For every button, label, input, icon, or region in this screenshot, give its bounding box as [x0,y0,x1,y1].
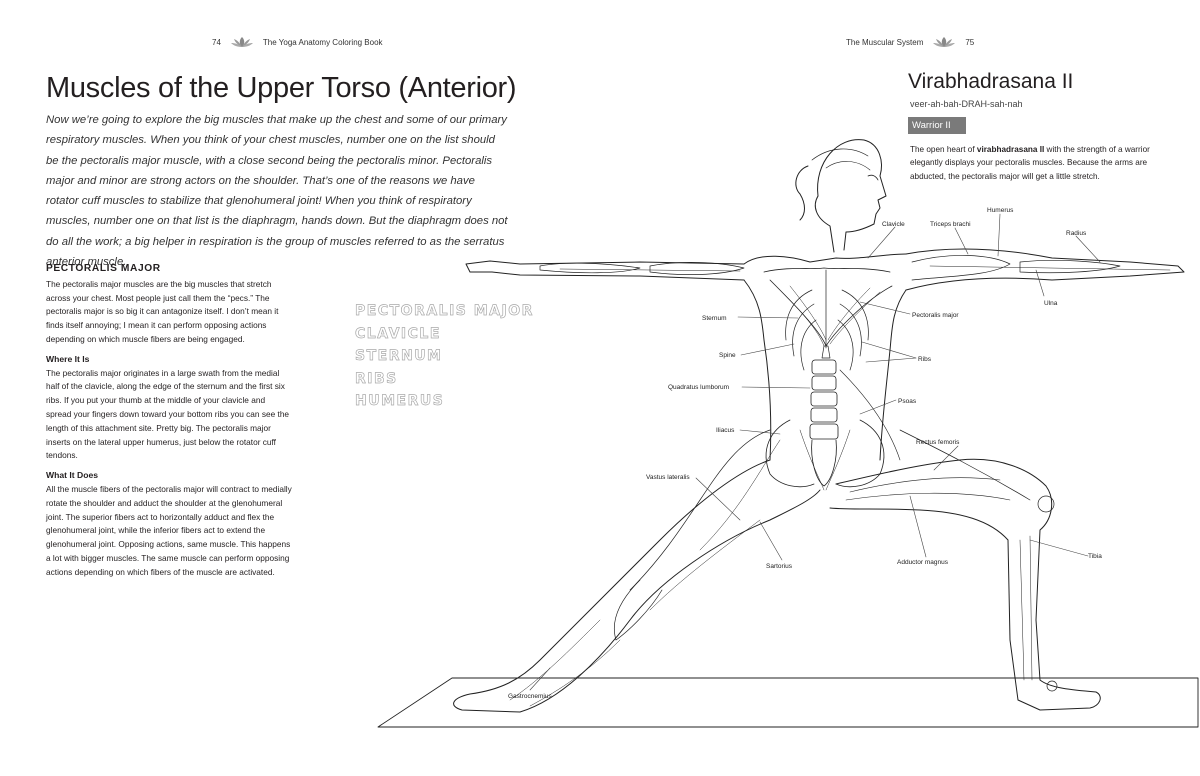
section-heading: PECTORALIS MAJOR [46,263,161,274]
leader-lines [529,213,1101,691]
right-leg-drawing [829,429,1101,711]
pose-description: The open heart of virabhadrasana II with… [910,143,1160,183]
label-clavicle: Clavicle [882,221,905,228]
left-page-number: 74 [212,37,221,47]
page-title: Muscles of the Upper Torso (Anterior) [46,72,517,104]
label-rectus-femoris: Rectus femoris [916,439,960,446]
left-arm-drawing [465,260,745,281]
what-body: All the muscle fibers of the pectoralis … [46,483,292,577]
coloring-label: STERNUM [355,348,443,365]
label-quadratus: Quadratus lumborum [668,384,729,391]
label-sartorius: Sartorius [766,563,793,570]
label-spine: Spine [719,352,736,359]
right-running-head: The Muscular System 75 [846,36,974,48]
left-leg-drawing [453,429,821,713]
coloring-label: HUMERUS [355,393,445,410]
ribcage-drawing [785,269,869,371]
pose-desc-after: with the strength of a warrior elegantly… [910,145,1150,181]
coloring-label: RIBS [355,370,398,387]
intro-paragraph: Now we’re going to explore the big muscl… [46,114,508,269]
label-humerus: Humerus [987,207,1014,214]
lotus-icon [933,37,956,47]
pelvis-drawing [765,369,901,491]
section-body: The pectoralis major muscles are the big… [46,278,279,344]
head-drawing [795,139,887,253]
lotus-icon [230,37,253,47]
label-psoas: Psoas [898,398,917,405]
label-ulna: Ulna [1044,300,1058,307]
label-iliacus: Iliacus [716,427,735,434]
right-page-number: 75 [965,37,975,47]
label-ribs: Ribs [918,356,932,363]
pose-desc-before: The open heart of [910,145,977,154]
label-triceps: Triceps brachi [930,221,971,228]
pose-pronunciation: veer-ah-bah-DRAH-sah-nah [910,99,1023,109]
yoga-mat [377,677,1199,728]
torso-drawing [743,253,907,461]
label-tibia: Tibia [1088,553,1102,560]
what-heading: What It Does [46,470,99,481]
right-section-title: The Muscular System [846,37,924,47]
pose-title: Virabhadrasana II [908,70,1074,93]
label-adductor-magnus: Adductor magnus [897,559,949,566]
coloring-label: CLAVICLE [355,325,441,342]
left-running-head: 74 The Yoga Anatomy Coloring Book [212,36,383,48]
coloring-label: PECTORALIS MAJOR [355,303,534,320]
where-heading: Where It Is [46,353,90,364]
label-gastrocnemius: Gastrocnemius [508,693,552,700]
label-vastus-lateralis: Vastus lateralis [646,474,690,481]
coloring-labels: PECTORALIS MAJOR CLAVICLE STERNUM RIBS H… [355,300,534,413]
label-radius: Radius [1066,230,1087,237]
where-body: The pectoralis major originates in a lar… [46,367,290,461]
label-sternum: Sternum [702,315,727,322]
right-arm-drawing [905,248,1185,291]
pose-desc-bold: virabhadrasana II [976,145,1045,154]
label-pectoralis: Pectoralis major [912,312,959,319]
pose-english-badge: Warrior II [908,117,966,134]
left-book-title: The Yoga Anatomy Coloring Book [262,37,383,47]
spine-drawing [809,359,839,487]
pectoralis-section: PECTORALIS MAJOR The pectoralis major mu… [46,262,292,580]
